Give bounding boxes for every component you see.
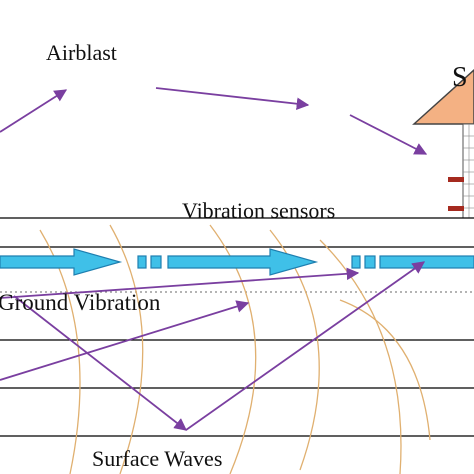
wave-front <box>109 224 144 474</box>
surface-arrow <box>185 261 426 431</box>
wave-front <box>319 239 402 474</box>
surface-waves-label: Surface Waves <box>92 446 223 471</box>
airblast-label: Airblast <box>46 40 117 65</box>
airblast-arrow <box>0 89 68 133</box>
propagation-arrows <box>0 87 428 431</box>
house-wall <box>462 123 474 219</box>
ground-arrow <box>0 267 360 299</box>
sensor-marker-icon <box>448 177 464 182</box>
ground-arrow <box>0 300 250 381</box>
house-wall-grid <box>463 124 474 218</box>
flow-segment <box>137 255 147 269</box>
surface-arrow <box>13 295 187 431</box>
vibration-sensors-label: Vibration sensors <box>182 198 336 223</box>
flow-segment <box>150 255 162 269</box>
ground-vibration-label: Ground Vibration <box>0 290 161 315</box>
airblast-arrow <box>349 114 428 155</box>
wave-front <box>209 224 257 474</box>
arrow-right-icon <box>167 248 319 276</box>
flow-segment <box>379 255 474 269</box>
sensor-marker-icon <box>448 206 464 211</box>
airblast-arrow <box>155 87 310 111</box>
ground-flow <box>0 248 474 276</box>
house-roof <box>412 68 474 125</box>
flow-segment <box>351 255 361 269</box>
wave-front <box>339 299 431 441</box>
house-sign-label: S <box>452 62 468 93</box>
flow-segment <box>364 255 376 269</box>
ground-layers <box>0 217 474 437</box>
arrow-right-icon <box>0 248 123 276</box>
house-icon <box>412 68 474 219</box>
